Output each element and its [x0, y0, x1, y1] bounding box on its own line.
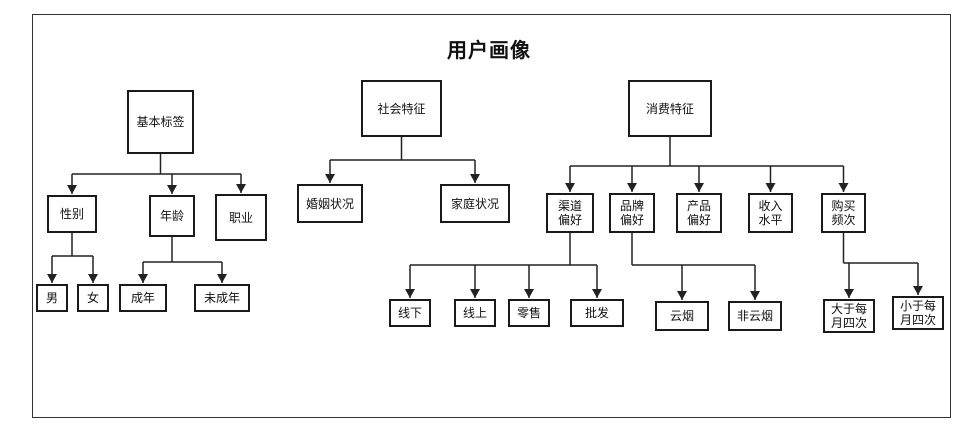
arrow-head-icon: [88, 274, 98, 283]
arrow-head-icon: [67, 185, 77, 194]
arrow-head-icon: [913, 286, 923, 295]
node-job: 职业: [215, 194, 267, 241]
node-family-status: 家庭状况: [440, 184, 510, 223]
node-social-features: 社会特征: [361, 80, 442, 137]
node-online: 线上: [454, 299, 496, 327]
arrow-head-icon: [470, 289, 480, 298]
diagram-frame: [32, 14, 951, 418]
node-age: 年龄: [149, 195, 195, 237]
node-income-level: 收入 水平: [748, 193, 793, 233]
node-marriage-status: 婚姻状况: [297, 184, 363, 223]
arrow-head-icon: [592, 289, 602, 298]
node-purchase-frequency: 购买 频次: [821, 193, 866, 233]
diagram-title: 用户画像: [447, 38, 531, 62]
node-frequency-more-than-four: 大于每 月四次: [823, 299, 875, 333]
node-brand-preference: 品牌 偏好: [609, 193, 655, 233]
node-female: 女: [77, 284, 109, 312]
arrow-head-icon: [838, 183, 849, 192]
node-channel-preference: 渠道 偏好: [546, 193, 594, 233]
node-minor: 未成年: [194, 284, 250, 312]
arrow-head-icon: [217, 274, 227, 283]
arrow-head-icon: [844, 289, 854, 298]
node-retail: 零售: [508, 299, 550, 327]
node-basic-tags: 基本标签: [127, 90, 194, 154]
arrow-head-icon: [524, 289, 534, 298]
arrow-head-icon: [677, 291, 687, 300]
arrow-head-icon: [325, 174, 335, 183]
node-consumption-features: 消费特征: [628, 80, 712, 137]
arrow-head-icon: [750, 291, 760, 300]
arrow-head-icon: [694, 183, 704, 192]
node-frequency-less-than-four: 小于每 月四次: [892, 296, 944, 330]
arrow-head-icon: [765, 183, 776, 192]
node-adult: 成年: [119, 284, 167, 312]
arrow-head-icon: [470, 174, 480, 183]
arrow-head-icon: [167, 185, 177, 194]
node-male: 男: [36, 284, 68, 312]
node-gender: 性别: [47, 195, 97, 233]
node-cloud-tobacco: 云烟: [655, 301, 709, 331]
node-wholesale: 批发: [570, 299, 624, 327]
arrow-head-icon: [138, 274, 148, 283]
arrow-head-icon: [627, 183, 637, 192]
arrow-head-icon: [47, 274, 57, 283]
node-product-preference: 产品 偏好: [676, 193, 722, 233]
node-offline: 线下: [389, 299, 431, 327]
arrow-head-icon: [236, 184, 246, 193]
arrow-head-icon: [565, 183, 575, 192]
arrow-head-icon: [405, 289, 415, 298]
node-non-cloud-tobacco: 非云烟: [728, 301, 782, 331]
